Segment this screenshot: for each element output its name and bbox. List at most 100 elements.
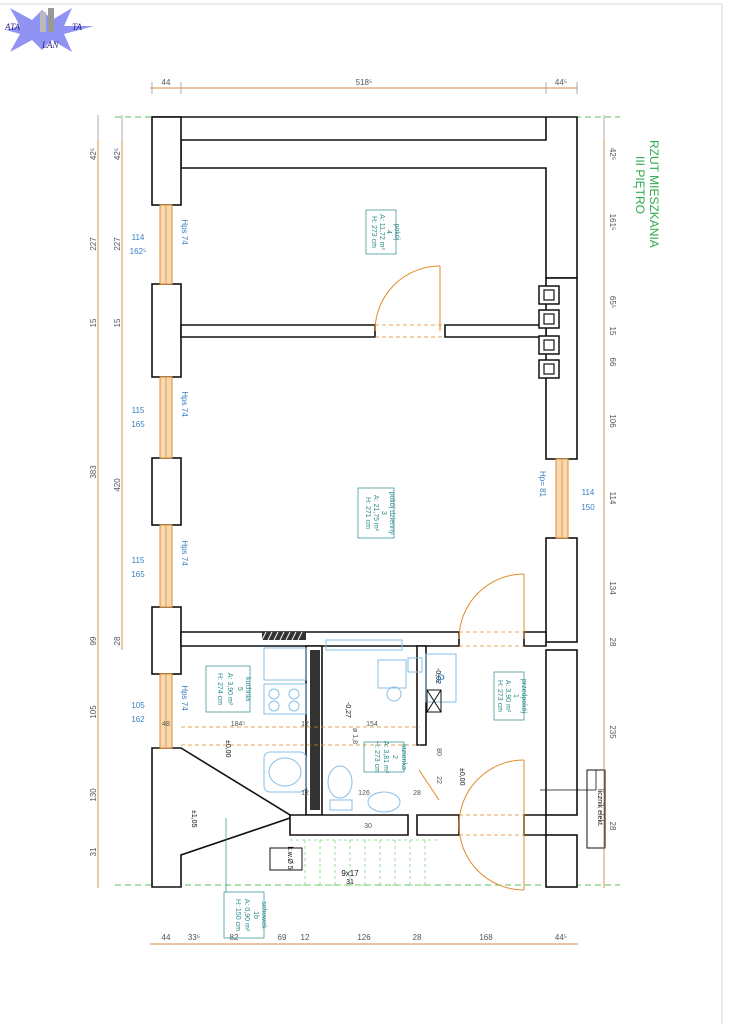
level-mark-2: ±0,00 (224, 740, 231, 758)
interior-dim-5: 126 (358, 790, 370, 797)
right-dim-5: 106 (608, 414, 617, 428)
panel-p-label: P (437, 672, 445, 686)
bottom-dim-5: 126 (357, 933, 371, 942)
interior-dim-1: 12 (301, 721, 309, 728)
left-outer-dim-7: 31 (89, 847, 98, 856)
room-1-area: A: 3,90 m² (504, 680, 511, 713)
room-4-name: pokój (393, 224, 400, 241)
room-3-number: 3 (380, 511, 387, 515)
plan-title: RZUT MIESZKANIA (647, 140, 661, 248)
room-1b-height: H: 150 cm (234, 899, 241, 931)
level-mark-0: -0,27 (344, 702, 351, 718)
room-3-area: A: 21,75 m² (372, 495, 379, 532)
room-5-name: kuchnia (244, 677, 251, 701)
right-dim-6: 114 (608, 492, 617, 505)
plan-subtitle: III PIĘTRO (633, 156, 647, 214)
room-5-height: H: 274 cm (216, 673, 223, 705)
window-1-hps: Hps 74 (180, 219, 189, 245)
window-1-width: 114 (132, 233, 145, 242)
logo-mark-icon (6, 8, 94, 52)
left-outer-dim-6: 130 (89, 788, 98, 802)
company-logo: ATA TA LAN (2, 2, 102, 56)
bottom-dim-6: 28 (413, 933, 422, 942)
left-outer-dim-5: 105 (89, 705, 98, 719)
window-2-height: 165 (131, 420, 145, 429)
interior-dim-4: 12 (301, 790, 309, 797)
electric-meter-label: licznik elekt. (596, 789, 603, 827)
top-dim-0: 44 (162, 78, 171, 87)
interior-dim-7: 30 (364, 823, 372, 830)
left-outer-dim-3: 383 (89, 465, 98, 479)
room-4-number: 4 (385, 230, 392, 234)
left-inner-dim-3: 420 (113, 478, 122, 492)
interior-dim-9: 22 (435, 776, 442, 784)
room-1-name: przedpokój (520, 679, 527, 714)
bottom-dim-1: 33⁵ (188, 933, 200, 942)
window-3-height: 165 (131, 570, 145, 579)
window-2-width: 115 (132, 406, 145, 415)
bottom-dim-4: 12 (301, 933, 310, 942)
room-2-number: 2 (391, 755, 398, 759)
logo-text-left: ATA (5, 22, 20, 32)
interior-dim-6: 28 (413, 790, 421, 797)
window-5-hps: Hp= 81 (538, 471, 547, 498)
right-dim-10: 28 (608, 822, 617, 831)
level-mark-1: -0,02 (434, 668, 441, 684)
room-1b-name: schowek (260, 901, 267, 929)
right-dim-9: 235 (608, 725, 617, 739)
left-inner-dim-2: 15 (113, 318, 122, 327)
interior-dim-3: 48 (162, 721, 170, 728)
room-4-height: H: 273 cm (370, 216, 377, 248)
left-outer-dim-2: 15 (89, 318, 98, 327)
bottom-dim-0: 44 (162, 933, 171, 942)
room-3-height: H: 271 cm (364, 497, 371, 529)
left-outer-dim-4: 99 (89, 636, 98, 645)
right-dim-2: 65⁵ (608, 296, 617, 308)
window-5-height: 150 (581, 503, 595, 512)
room-2-height: H: 273 cm (373, 741, 380, 773)
left-inner-dim-4: 28 (113, 636, 122, 645)
room-5-area: A: 3,90 m² (226, 673, 233, 706)
bottom-dim-3: 69 (278, 933, 287, 942)
window-4-height: 162 (131, 715, 145, 724)
right-dim-8: 28 (608, 638, 617, 647)
bottom-dim-2: 82 (230, 933, 239, 942)
logo-text-bottom: LAN (42, 40, 59, 50)
room-2-name: łazienka (400, 744, 407, 770)
window-1-height: 162⁵ (130, 247, 147, 256)
right-dim-4: 66 (608, 358, 617, 367)
left-inner-dim-1: 227 (113, 237, 122, 251)
window-3-hps: Hps 74 (180, 540, 189, 566)
level-mark-4: ±1,05 (190, 810, 197, 828)
interior-dim-8: 80 (435, 748, 442, 756)
stairs-sub-label: 31 (346, 879, 354, 886)
level-mark-3: ±0,00 (458, 768, 465, 786)
right-dim-0: 42⁵ (608, 148, 617, 160)
right-dim-3: 15 (608, 327, 617, 336)
stairs-label: 9x17 (341, 869, 359, 878)
window-4-width: 105 (131, 701, 145, 710)
room-1-height: H: 273 cm (496, 680, 503, 712)
right-dim-7: 134 (608, 581, 617, 595)
interior-dim-2: 154 (366, 721, 378, 728)
interior-dim-10: ø 1,8 (351, 728, 358, 744)
kw-label: k.w.Ø 5 (286, 846, 293, 869)
top-dim-1: 518⁵ (356, 78, 373, 87)
bottom-dim-7: 168 (479, 933, 493, 942)
window-5-width: 114 (582, 488, 595, 497)
room-4-area: A: 11,72 m² (378, 214, 385, 250)
left-outer-dim-0: 42⁵ (89, 148, 98, 160)
room-2-area: A: 3,81 m² (382, 741, 389, 774)
left-outer-dim-1: 227 (89, 237, 98, 251)
window-4-hps: Hps 74 (180, 685, 189, 711)
room-1b-number: 1b (252, 911, 259, 919)
room-3-name: pokój dzienny (388, 492, 395, 535)
top-dim-2: 44⁵ (555, 78, 567, 87)
right-dim-1: 161⁵ (608, 214, 617, 231)
room-5-number: 5 (236, 687, 243, 691)
left-inner-dim-0: 42⁵ (113, 148, 122, 160)
window-2-hps: Hps 74 (180, 391, 189, 417)
room-1b-area: A: 0,90 m² (243, 899, 250, 932)
window-3-width: 115 (132, 556, 145, 565)
